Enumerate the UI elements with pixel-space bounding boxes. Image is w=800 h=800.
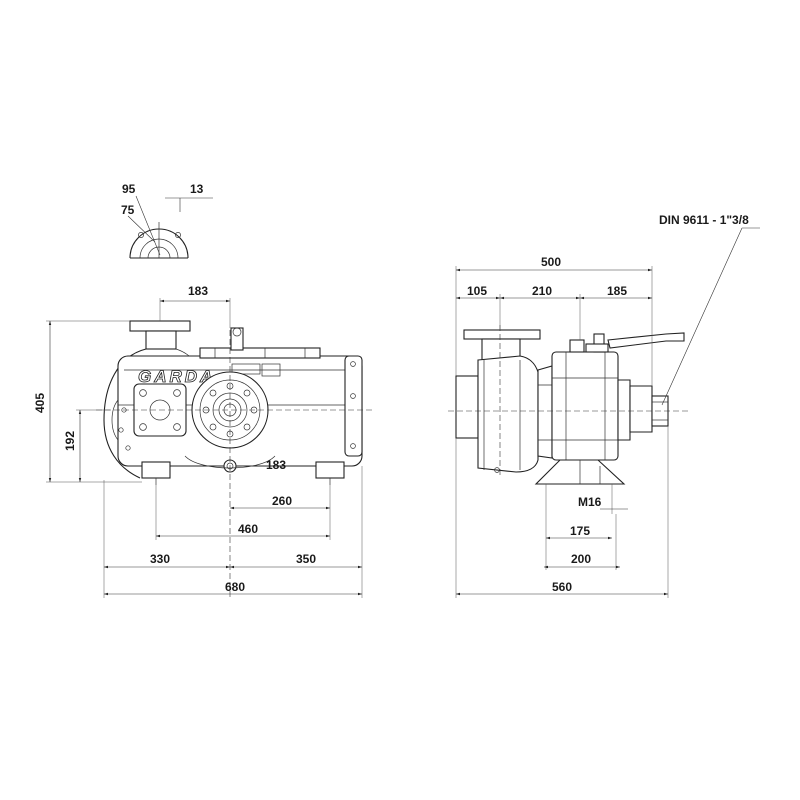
flange-dim-13: 13 — [190, 182, 204, 196]
side-view-pump — [448, 325, 690, 485]
dim-shaft-drop: 183 — [266, 458, 286, 472]
brand-logo: GARDA — [138, 367, 215, 386]
dim-left-part: 330 — [150, 552, 170, 566]
flange-dim-75: 75 — [121, 203, 135, 217]
side-view-dimensions: 500 105 210 185 DIN 9611 - 1"3/8 M16 175… — [455, 213, 760, 598]
dim-feet-inner: 260 — [272, 494, 292, 508]
dim-feet-outer: 460 — [238, 522, 258, 536]
front-view-dimensions: 183 405 192 183 260 460 330 350 680 — [33, 284, 363, 598]
dim-side-length-total: 560 — [552, 580, 572, 594]
dim-seg-b: 210 — [532, 284, 552, 298]
dim-length-total: 680 — [225, 580, 245, 594]
shaft-spec-label: DIN 9611 - 1"3/8 — [659, 213, 749, 227]
front-view-pump: GARDA — [96, 320, 372, 600]
dim-outlet-offset: 183 — [188, 284, 208, 298]
dim-foot-outer: 200 — [571, 552, 591, 566]
dim-width-total: 500 — [541, 255, 561, 269]
dim-seg-c: 185 — [607, 284, 627, 298]
dim-foot-inner: 175 — [570, 524, 590, 538]
dim-height-total: 405 — [33, 393, 47, 413]
flange-dim-95: 95 — [122, 182, 136, 196]
dim-axis-height: 192 — [63, 431, 77, 451]
bolt-spec-label: M16 — [578, 495, 602, 509]
flange-detail: 95 75 13 — [121, 182, 213, 259]
dim-seg-a: 105 — [467, 284, 487, 298]
dim-right-part: 350 — [296, 552, 316, 566]
